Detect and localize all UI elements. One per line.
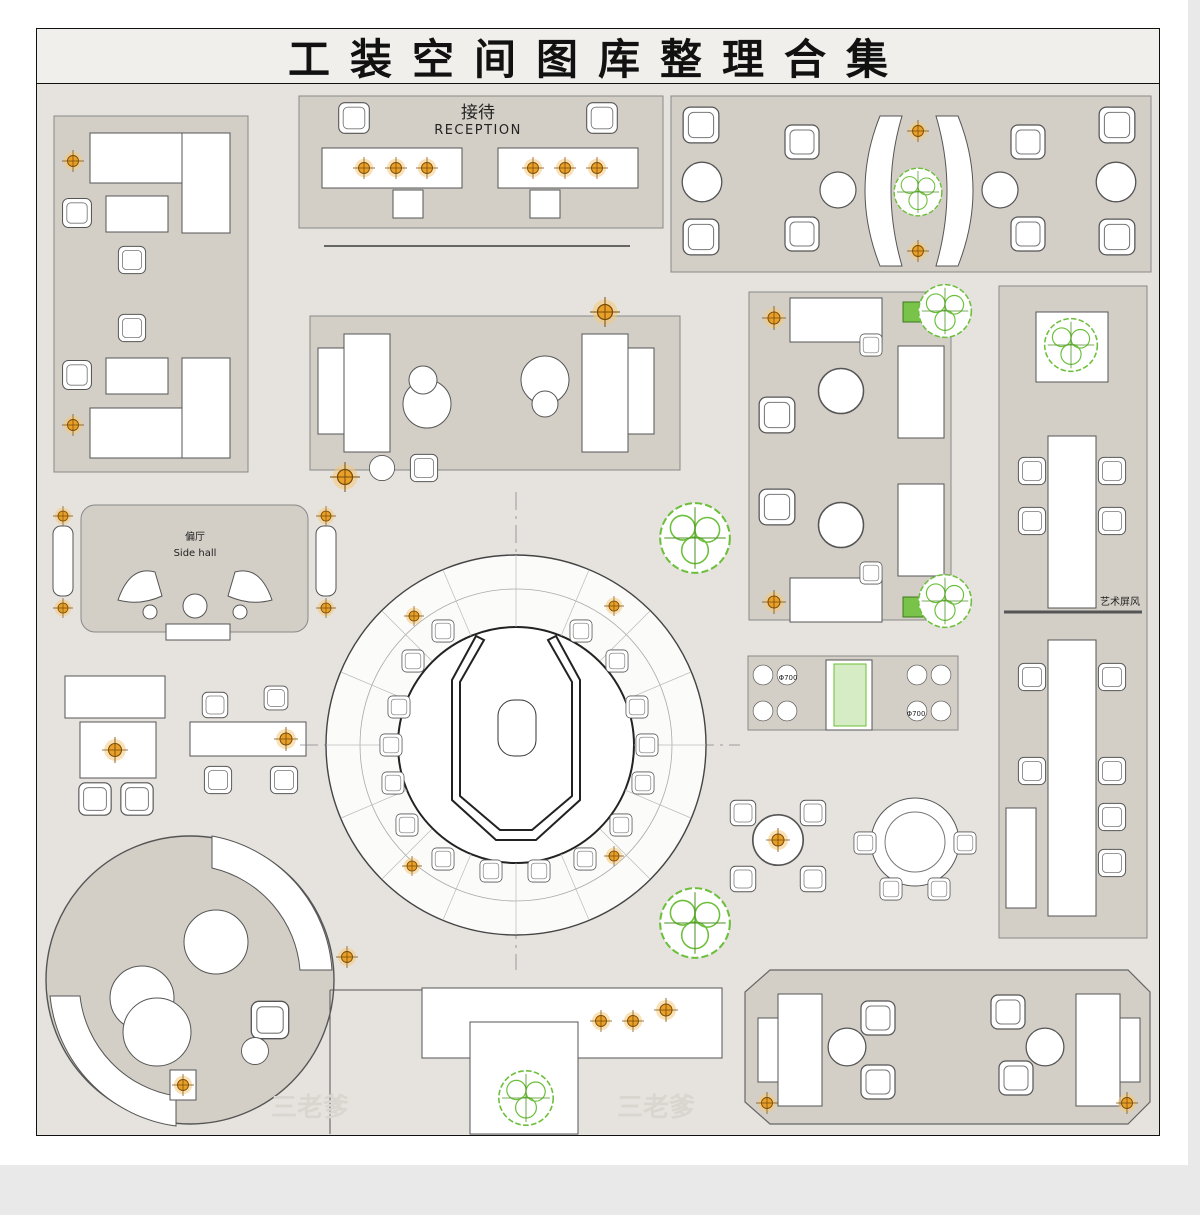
dining-zone-center-right — [729, 797, 977, 901]
office-zone-left — [53, 115, 249, 473]
round-conference-zone — [300, 492, 740, 970]
workstation-zone-left — [64, 675, 307, 816]
watermark: 三老爹 — [271, 1093, 349, 1123]
side-hall-label-en: Side hall — [174, 548, 217, 559]
reception-zone: 接待 RECEPTION — [298, 95, 664, 247]
table-size-label: Φ700 — [907, 710, 926, 718]
side-hall-zone: 偏厅 Side hall — [52, 504, 337, 641]
lounge-zone-bottom-right — [744, 969, 1151, 1125]
lounge-zone-right — [748, 283, 973, 629]
reception-label-cn: 接待 — [461, 103, 495, 123]
meeting-zone-far-right: 艺术屏风 — [998, 285, 1148, 939]
art-screen-label: 艺术屏风 — [1100, 596, 1140, 608]
lounge-zone-top-right — [670, 95, 1152, 273]
curved-lounge-zone — [45, 835, 358, 1127]
page-title: 工装空间图库整理合集 — [287, 34, 908, 84]
table-size-label: Φ700 — [779, 674, 798, 682]
side-hall-label-cn: 偏厅 — [185, 530, 205, 543]
bar-table-zone: Φ700 Φ700 — [659, 502, 959, 959]
title-bar: 工装空间图库整理合集 — [37, 29, 1159, 84]
watermark: 三老爹 — [617, 1093, 695, 1123]
reception-label-en: RECEPTION — [434, 123, 522, 138]
sofa-zone-center — [309, 297, 681, 492]
counter-zone-bottom — [329, 987, 723, 1135]
